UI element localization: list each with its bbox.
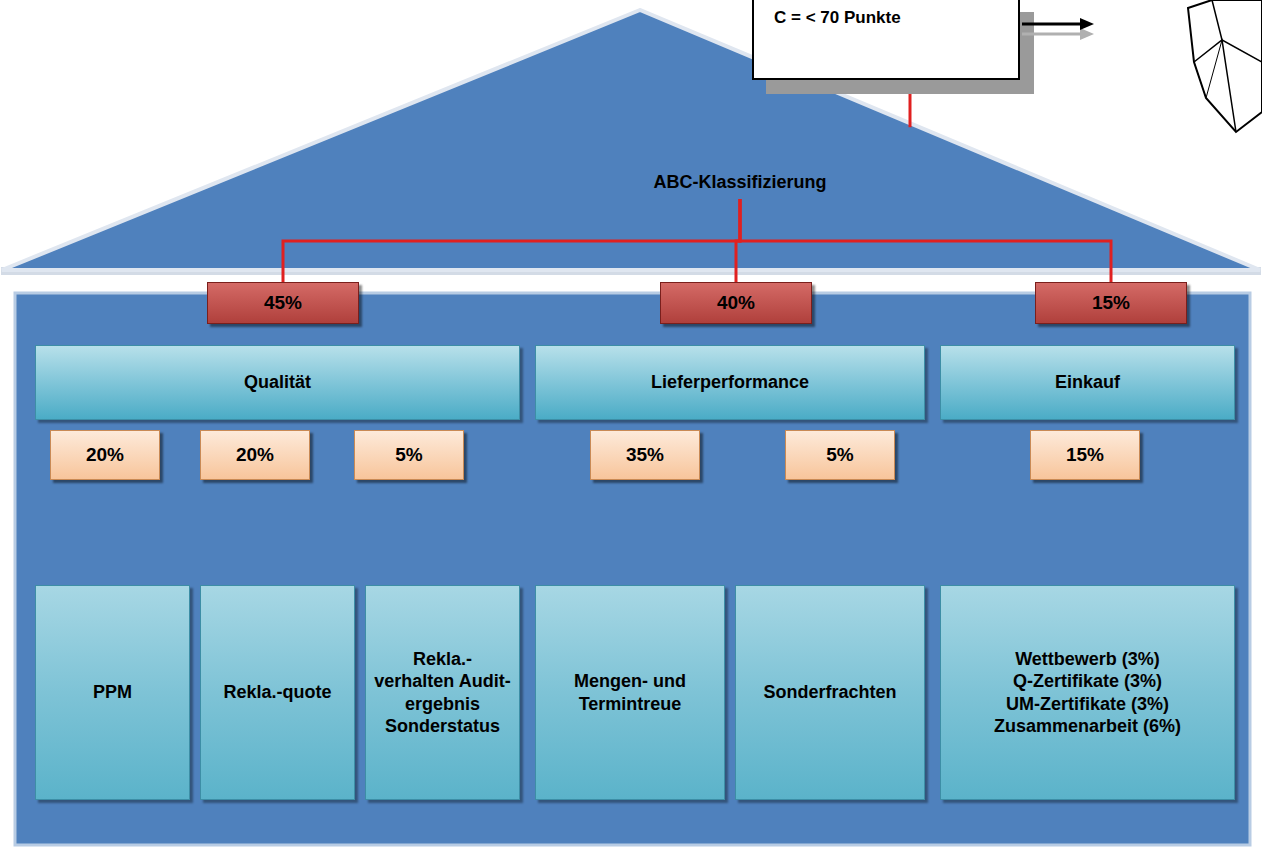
- criterion-box: Wettbewerb (3%)Q-Zertifikate (3%)UM-Zert…: [940, 585, 1235, 800]
- node-label: 5%: [395, 444, 422, 466]
- node-label: Einkauf: [1055, 372, 1120, 393]
- node-label: Lieferperformance: [651, 372, 809, 393]
- node-label: ABC-Klassifizierung: [540, 172, 940, 193]
- node-label: UM-Zertifikate (3%): [1006, 693, 1169, 716]
- node-label: Rekla.-verhalten Audit-ergebnis Sonderst…: [374, 648, 511, 738]
- arrow-shadow-head: [1080, 28, 1094, 40]
- house-wall: [15, 293, 1250, 845]
- node-label: Zusammenarbeit (6%): [994, 715, 1181, 738]
- node-label: Mengen- und Termintreue: [544, 670, 716, 715]
- node-label: Rekla.-quote: [223, 681, 331, 704]
- category-bar: Lieferperformance: [535, 345, 925, 420]
- criterion-box: Rekla.-quote: [200, 585, 355, 800]
- node-label: 20%: [86, 444, 124, 466]
- node-label: 15%: [1066, 444, 1104, 466]
- node-label: Wettbewerb (3%): [1015, 648, 1160, 671]
- criterion-box: Sonderfrachten: [735, 585, 925, 800]
- weight-box: 40%: [660, 282, 812, 324]
- node-label: 45%: [264, 292, 302, 314]
- roof-triangle: ABC-Klassifizierung: [0, 8, 1262, 272]
- node-label: 20%: [236, 444, 274, 466]
- roof-shape: [0, 8, 1262, 272]
- paper-icon: [1188, 0, 1262, 132]
- criterion-box: Rekla.-verhalten Audit-ergebnis Sonderst…: [365, 585, 520, 800]
- category-bar: Einkauf: [940, 345, 1235, 420]
- node-label: 40%: [717, 292, 755, 314]
- percent-box: 5%: [354, 430, 464, 480]
- connector-line: [909, 80, 912, 127]
- weight-box: 45%: [207, 282, 359, 324]
- criterion-box: PPM: [35, 585, 190, 800]
- arrow-head: [1080, 18, 1094, 30]
- node-label: 35%: [626, 444, 664, 466]
- node-label: C = < 70 Punkte: [774, 8, 901, 28]
- percent-box: 35%: [590, 430, 700, 480]
- percent-box: 20%: [200, 430, 310, 480]
- percent-box: 20%: [50, 430, 160, 480]
- percent-box: 15%: [1030, 430, 1140, 480]
- node-label: 15%: [1092, 292, 1130, 314]
- node-label: PPM: [93, 681, 132, 704]
- weight-box: 15%: [1035, 282, 1187, 324]
- connector-line: [740, 199, 1111, 282]
- arrow-shadow: [1022, 33, 1082, 36]
- callout-box: C = < 70 Punkte: [752, 0, 1020, 80]
- connector-line: [283, 199, 740, 282]
- node-label: Q-Zertifikate (3%): [1013, 670, 1162, 693]
- criterion-box: Mengen- und Termintreue: [535, 585, 725, 800]
- category-bar: Qualität: [35, 345, 520, 420]
- arrow-line: [1022, 23, 1082, 26]
- node-label: Qualität: [244, 372, 311, 393]
- node-label: Sonderfrachten: [763, 681, 896, 704]
- percent-box: 5%: [785, 430, 895, 480]
- node-label: 5%: [826, 444, 853, 466]
